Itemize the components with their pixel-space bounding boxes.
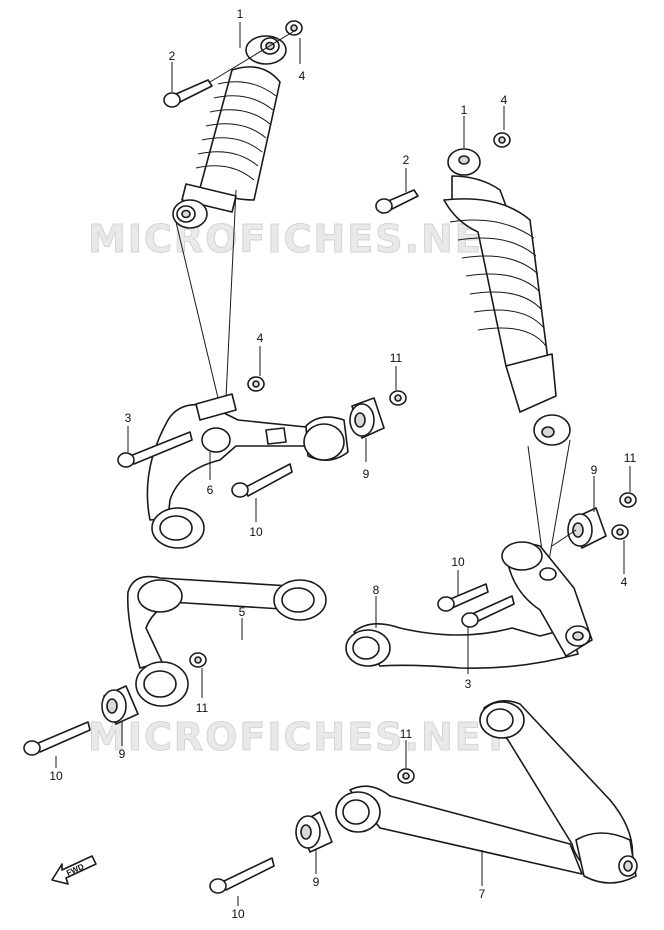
bolt-right-top (375, 189, 419, 214)
callout-10-left-low: 10 (49, 769, 63, 783)
nut-left-mid (247, 376, 265, 392)
bolt-10-left-mid (231, 463, 293, 498)
bushing-left-upper (303, 416, 349, 461)
nut-11-right-low (397, 768, 415, 784)
bolt-10-right-low (209, 857, 275, 894)
watermark-top: MICROFICHES.NET (88, 217, 511, 261)
callout-4-right-top: 4 (501, 93, 508, 107)
callout-10-right-low: 10 (231, 907, 245, 921)
callout-6: 6 (207, 483, 214, 497)
callout-1-left: 1 (237, 7, 244, 21)
forward-arrow-icon: FWD (51, 855, 97, 885)
nut-11-right (619, 492, 637, 508)
callout-9-left-mid: 9 (363, 467, 370, 481)
bolt-left-top (163, 79, 213, 108)
callout-1-right: 1 (461, 103, 468, 117)
callout-3-left: 3 (125, 411, 132, 425)
callout-10-right: 10 (451, 555, 465, 569)
bushing-9-right-low (295, 811, 333, 853)
shock-absorber-right (443, 148, 571, 446)
nut-left-top (285, 20, 303, 36)
nut-11-left-low (189, 652, 207, 668)
nut-4-right-mid (611, 524, 629, 540)
callout-2-left: 2 (169, 49, 176, 63)
nut-11-left-mid (389, 390, 407, 406)
callout-9-right-low: 9 (313, 875, 320, 889)
bolt-10-right (437, 583, 489, 612)
callout-8: 8 (373, 583, 380, 597)
bolt-3-right (461, 595, 515, 628)
callout-numbers: 1 2 4 1 4 2 4 11 3 9 6 10 9 11 10 4 8 3 … (49, 7, 636, 921)
callout-11-right-low: 11 (400, 727, 413, 741)
callout-4-right-mid: 4 (621, 575, 628, 589)
callout-11-left-mid: 11 (390, 351, 403, 365)
bushing-9-left-mid (349, 397, 385, 439)
callout-9-left-low: 9 (119, 747, 126, 761)
callout-4-left-mid: 4 (257, 331, 264, 345)
callout-5: 5 (239, 605, 246, 619)
callout-2-right: 2 (403, 153, 410, 167)
callout-3-right: 3 (465, 677, 472, 691)
bolt-3-left (117, 431, 193, 468)
shock-absorber-left (172, 35, 287, 229)
callout-7: 7 (479, 887, 486, 901)
upper-arm-left (146, 393, 321, 549)
bushing-9-left-low (101, 685, 139, 725)
callout-10-left-mid: 10 (249, 525, 263, 539)
watermark-bottom: MICROFICHES.NET (88, 715, 511, 759)
callout-11-right: 11 (624, 451, 637, 465)
bushing-9-right (567, 507, 607, 549)
fwd-label: FWD (65, 862, 86, 878)
lower-arm-right (335, 700, 638, 884)
lower-arm-left (126, 575, 327, 707)
callout-11-left-low: 11 (196, 701, 209, 715)
upper-arm-right (345, 541, 593, 670)
bolt-10-left-low (23, 721, 91, 756)
leader-lines (55, 22, 631, 906)
callout-9-right: 9 (591, 463, 598, 477)
callout-4-left-top: 4 (299, 69, 306, 83)
nut-right-top (493, 132, 511, 148)
